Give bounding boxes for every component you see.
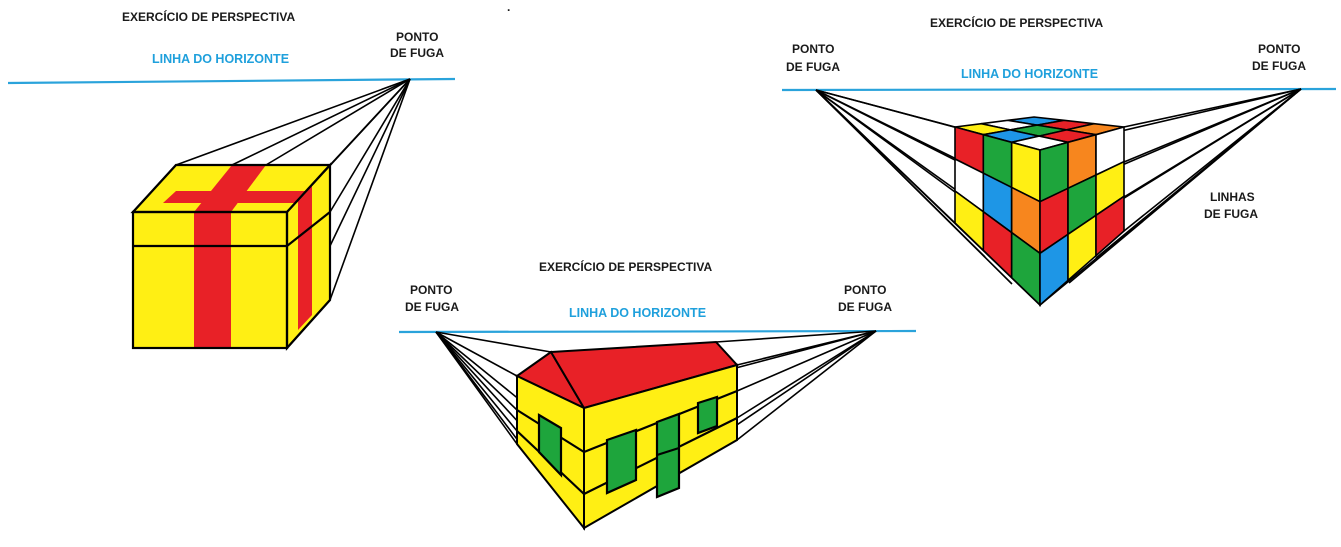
vanishing-line <box>435 331 518 377</box>
panel-cube-vp-left-line1: PONTO <box>792 42 834 56</box>
vanishing-line <box>231 78 411 166</box>
vanishing-line <box>435 331 518 432</box>
panel-box: EXERCÍCIO DE PERSPECTIVA LINHA DO HORIZO… <box>7 9 456 351</box>
gift-box-side-ribbon <box>298 185 312 330</box>
panel-box-vp-label-line2: DE FUGA <box>390 46 444 60</box>
panel-cube-vp-right-line2: DE FUGA <box>1252 59 1306 73</box>
panel-house-title: EXERCÍCIO DE PERSPECTIVA <box>539 259 712 274</box>
vanishing-line <box>715 330 877 343</box>
vanishing-line <box>329 78 411 213</box>
panel-box-horizon-label: LINHA DO HORIZONTE <box>152 52 289 66</box>
panel-cube-lines-label-line2: DE FUGA <box>1204 207 1258 221</box>
panel-house-horizon-line <box>398 329 917 334</box>
panel-box-horizon-line <box>7 77 456 85</box>
gift-box-lid-line-side <box>286 211 331 247</box>
rubik-cube <box>954 116 1125 307</box>
vanishing-line <box>175 78 411 166</box>
vanishing-line <box>736 330 877 392</box>
panel-house-horizon-label: LINHA DO HORIZONTE <box>569 306 706 320</box>
cube-right-sticker <box>1095 194 1125 258</box>
vanishing-line <box>265 78 411 166</box>
panel-cube-vp-right-line1: PONTO <box>1258 42 1300 56</box>
vanishing-line <box>435 331 552 353</box>
panel-box-title: EXERCÍCIO DE PERSPECTIVA <box>122 9 295 24</box>
house-door <box>655 412 681 499</box>
house <box>515 340 739 531</box>
panel-box-vanishing-lines <box>175 78 411 301</box>
panel-cube-horizon-line <box>781 87 1337 92</box>
panel-cube-lines-label-line1: LINHAS <box>1210 190 1255 204</box>
house-window-right <box>696 395 719 435</box>
gift-box-front-ribbon <box>194 212 231 348</box>
vanishing-line <box>736 330 877 419</box>
stray-dot: . <box>507 0 510 14</box>
panel-cube-vp-left-line2: DE FUGA <box>786 60 840 74</box>
panel-house-vp-right-line1: PONTO <box>844 283 886 297</box>
panel-house-vp-left-line2: DE FUGA <box>405 300 459 314</box>
house-window-front <box>605 428 638 495</box>
vanishing-line <box>329 78 411 247</box>
panel-house-vp-right-line2: DE FUGA <box>838 300 892 314</box>
vanishing-line <box>297 78 411 201</box>
panel-cube-title: EXERCÍCIO DE PERSPECTIVA <box>930 15 1103 30</box>
gift-box-top-ribbon-v <box>194 165 266 212</box>
vanishing-line <box>736 330 877 441</box>
vanishing-line <box>435 331 518 411</box>
panel-house-vp-left-line1: PONTO <box>410 283 452 297</box>
gift-box <box>130 162 333 351</box>
vanishing-line <box>1039 88 1302 306</box>
vanishing-line <box>329 78 411 301</box>
house-window-left <box>537 413 563 478</box>
panel-cube: EXERCÍCIO DE PERSPECTIVA LINHA DO HORIZO… <box>781 15 1337 307</box>
panel-box-vp-label-line1: PONTO <box>396 30 438 44</box>
panel-cube-horizon-label: LINHA DO HORIZONTE <box>961 67 1098 81</box>
panel-house: EXERCÍCIO DE PERSPECTIVA LINHA DO HORIZO… <box>398 259 917 531</box>
